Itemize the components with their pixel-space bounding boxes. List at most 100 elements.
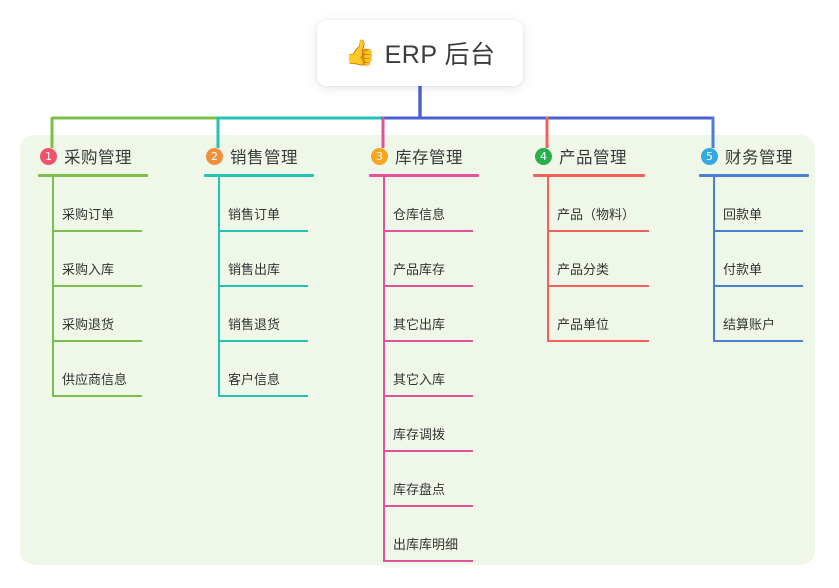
category-title-1: 采购管理 [64, 149, 132, 167]
category-underline-1 [38, 174, 148, 177]
branch-spine-5 [713, 177, 715, 342]
leaf-item-underline [52, 340, 142, 342]
category-column-1: 1 采购管理采购订单采购入库采购退货供应商信息 [38, 143, 148, 397]
leaf-item[interactable]: 销售订单 [204, 177, 314, 232]
category-title-3: 库存管理 [395, 149, 463, 167]
leaf-item[interactable]: 回款单 [699, 177, 809, 232]
category-title-4: 产品管理 [559, 149, 627, 167]
leaf-item[interactable]: 产品单位 [533, 287, 649, 342]
leaf-item-underline [383, 395, 473, 397]
leaf-item-label: 回款单 [723, 207, 763, 222]
leaf-item-underline [218, 340, 308, 342]
leaf-item[interactable]: 产品库存 [369, 232, 479, 287]
branch-spine-3 [383, 177, 385, 562]
category-items-1: 采购订单采购入库采购退货供应商信息 [38, 177, 148, 397]
category-header-2[interactable]: 2 销售管理 [204, 143, 314, 169]
leaf-item-underline [383, 285, 473, 287]
leaf-item-underline [383, 340, 473, 342]
leaf-item-label: 出库库明细 [393, 537, 459, 552]
leaf-item[interactable]: 产品分类 [533, 232, 649, 287]
leaf-item[interactable]: 产品（物料） [533, 177, 649, 232]
leaf-item[interactable]: 其它入库 [369, 342, 479, 397]
category-badge-4: 4 [535, 147, 552, 165]
leaf-item-underline [52, 285, 142, 287]
leaf-item[interactable]: 库存调拨 [369, 397, 479, 452]
leaf-item-underline [383, 505, 473, 507]
leaf-item[interactable]: 供应商信息 [38, 342, 148, 397]
leaf-item[interactable]: 采购订单 [38, 177, 148, 232]
leaf-item[interactable]: 库存盘点 [369, 452, 479, 507]
category-underline-4 [533, 174, 645, 177]
leaf-item-label: 销售订单 [228, 207, 281, 222]
category-underline-3 [369, 174, 479, 177]
category-items-4: 产品（物料） 产品分类产品单位 [533, 177, 649, 342]
leaf-item-underline [547, 340, 649, 342]
leaf-item-label: 其它入库 [393, 372, 446, 387]
category-header-4[interactable]: 4 产品管理 [533, 143, 645, 169]
category-underline-5 [699, 174, 809, 177]
leaf-item-label: 产品分类 [557, 262, 610, 277]
leaf-item-underline [383, 560, 473, 562]
leaf-item[interactable]: 销售出库 [204, 232, 314, 287]
category-header-3[interactable]: 3 库存管理 [369, 143, 479, 169]
leaf-item[interactable]: 其它出库 [369, 287, 479, 342]
category-column-3: 3 库存管理仓库信息产品库存其它出库其它入库库存调拨库存盘点出库库明细 [369, 143, 479, 562]
category-items-3: 仓库信息产品库存其它出库其它入库库存调拨库存盘点出库库明细 [369, 177, 479, 562]
leaf-item-label: 结算账户 [723, 317, 776, 332]
leaf-item[interactable]: 结算账户 [699, 287, 809, 342]
leaf-item[interactable]: 销售退货 [204, 287, 314, 342]
leaf-item-label: 客户信息 [228, 372, 281, 387]
leaf-item-underline [713, 230, 803, 232]
root-node-content: 👍 ERP 后台 [344, 35, 495, 71]
leaf-item-underline [713, 340, 803, 342]
category-underline-2 [204, 174, 314, 177]
leaf-item-label: 库存盘点 [393, 482, 446, 497]
leaf-item-underline [218, 285, 308, 287]
leaf-item-underline [383, 230, 473, 232]
leaf-item-label: 其它出库 [393, 317, 446, 332]
category-items-2: 销售订单销售出库销售退货客户信息 [204, 177, 314, 397]
leaf-item[interactable]: 客户信息 [204, 342, 314, 397]
leaf-item-underline [547, 230, 649, 232]
category-column-2: 2 销售管理销售订单销售出库销售退货客户信息 [204, 143, 314, 397]
leaf-item[interactable]: 采购入库 [38, 232, 148, 287]
leaf-item-underline [713, 285, 803, 287]
leaf-item-label: 产品（物料） [557, 207, 636, 222]
category-items-5: 回款单付款单结算账户 [699, 177, 809, 342]
branch-spine-2 [218, 177, 220, 397]
category-title-5: 财务管理 [725, 149, 793, 167]
leaf-item-label: 产品单位 [557, 317, 610, 332]
leaf-item-underline [52, 395, 142, 397]
leaf-item-label: 采购入库 [62, 262, 115, 277]
branch-spine-4 [547, 177, 549, 342]
leaf-item-label: 销售出库 [228, 262, 281, 277]
root-node-card[interactable]: 👍 ERP 后台 [317, 20, 523, 86]
leaf-item-label: 采购订单 [62, 207, 115, 222]
thumbs-up-icon: 👍 [344, 38, 376, 67]
category-column-4: 4 产品管理产品（物料） 产品分类产品单位 [533, 143, 649, 342]
leaf-item-label: 产品库存 [393, 262, 446, 277]
content-panel [20, 135, 815, 565]
category-badge-2: 2 [206, 147, 223, 165]
leaf-item-underline [218, 230, 308, 232]
leaf-item-label: 仓库信息 [393, 207, 446, 222]
category-title-2: 销售管理 [230, 149, 298, 167]
leaf-item-label: 供应商信息 [62, 372, 128, 387]
leaf-item[interactable]: 仓库信息 [369, 177, 479, 232]
leaf-item-underline [218, 395, 308, 397]
leaf-item-underline [383, 450, 473, 452]
leaf-item-label: 销售退货 [228, 317, 281, 332]
leaf-item[interactable]: 采购退货 [38, 287, 148, 342]
leaf-item[interactable]: 出库库明细 [369, 507, 479, 562]
leaf-item-underline [52, 230, 142, 232]
leaf-item[interactable]: 付款单 [699, 232, 809, 287]
leaf-item-label: 付款单 [723, 262, 763, 277]
leaf-item-label: 采购退货 [62, 317, 115, 332]
branch-spine-1 [52, 177, 54, 397]
category-badge-1: 1 [40, 147, 57, 165]
leaf-item-label: 库存调拨 [393, 427, 446, 442]
category-header-1[interactable]: 1 采购管理 [38, 143, 148, 169]
category-badge-3: 3 [371, 147, 388, 165]
